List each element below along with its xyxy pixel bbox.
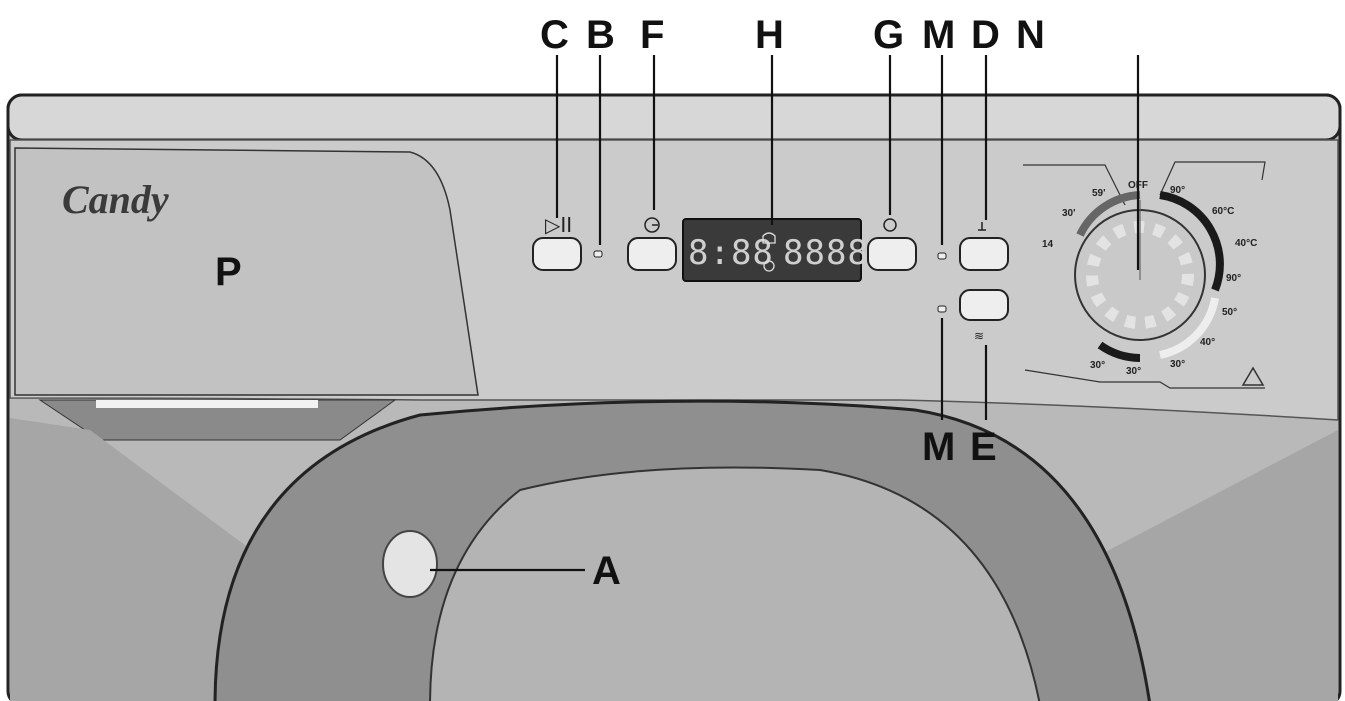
callout-e: E [970, 425, 997, 469]
callout-leaders [430, 55, 1140, 572]
callout-a: A [592, 549, 621, 593]
callout-b: B [586, 13, 615, 57]
dial-right-label-3: 90° [1226, 273, 1241, 284]
led-indicator-b [593, 250, 603, 258]
callout-p: P [215, 250, 242, 294]
dial-right-label-2: 40°C [1235, 238, 1257, 249]
option-button-d[interactable] [959, 237, 1009, 271]
callout-h: H [755, 13, 784, 57]
top-strip [6, 93, 1342, 142]
programme-dial-area: OFF 59' 30' 14 90° 60°C 40°C 90° 50° 40°… [1023, 161, 1266, 389]
callout-d: D [971, 13, 1000, 57]
option-icon-g [883, 218, 897, 232]
dial-arc-right-black [1159, 191, 1224, 292]
lock-icon [762, 232, 776, 244]
option-button-e[interactable] [959, 289, 1009, 321]
door-glass [429, 466, 1041, 701]
display-left-digits: 8:88 [688, 233, 774, 273]
dial-arc-lower-left [1097, 341, 1141, 362]
option-icon-e: ≋ [974, 329, 984, 343]
dial-frame-right [1159, 161, 1266, 196]
callout-m-bottom: M [922, 425, 955, 469]
dial-right-label-1: 60°C [1212, 206, 1234, 217]
delay-start-button[interactable] [627, 237, 677, 271]
triangle-icon [1241, 366, 1265, 386]
callout-m-top: M [922, 13, 955, 57]
lower-right-face [1090, 430, 1338, 701]
lower-left-face [10, 418, 265, 701]
display-right-digits: 8888 [783, 233, 869, 273]
dial-frame-bottom [1024, 369, 1265, 389]
timer-icon [763, 260, 775, 272]
callout-n: N [1016, 13, 1045, 57]
drawer-handle-highlight [96, 400, 318, 408]
option-icon-d [978, 222, 986, 231]
led-indicator-m-top [937, 252, 947, 260]
callout-f: F [640, 13, 664, 57]
dial-lower-left-label-1: 30° [1126, 366, 1141, 377]
dial-right-label-0: 90° [1170, 185, 1185, 196]
detergent-drawer-face [14, 147, 479, 396]
dial-lower-right-label-2: 30° [1170, 359, 1185, 370]
dial-left-label-2: 14 [1042, 239, 1054, 250]
dial-left-label-0: 59' [1092, 188, 1106, 199]
callout-c: C [540, 13, 569, 57]
clock-icon [644, 217, 660, 233]
brand-logo: Candy [62, 177, 169, 222]
led-indicator-m-bottom [937, 305, 947, 313]
dial-arc-lower-right [1159, 297, 1219, 359]
dial-lower-left-label-0: 30° [1090, 360, 1105, 371]
callout-g: G [873, 13, 904, 57]
dial-left-label-1: 30' [1062, 208, 1076, 219]
option-button-g[interactable] [867, 237, 917, 271]
dial-lower-right-label-0: 50° [1222, 307, 1237, 318]
dial-arc-left [1076, 191, 1141, 237]
dial-frame [1023, 164, 1126, 206]
dial-lower-right-label-1: 40° [1200, 337, 1215, 348]
door-handle[interactable] [382, 530, 438, 598]
play-pause-icon: ▷II [545, 213, 572, 237]
start-pause-button[interactable] [532, 237, 582, 271]
